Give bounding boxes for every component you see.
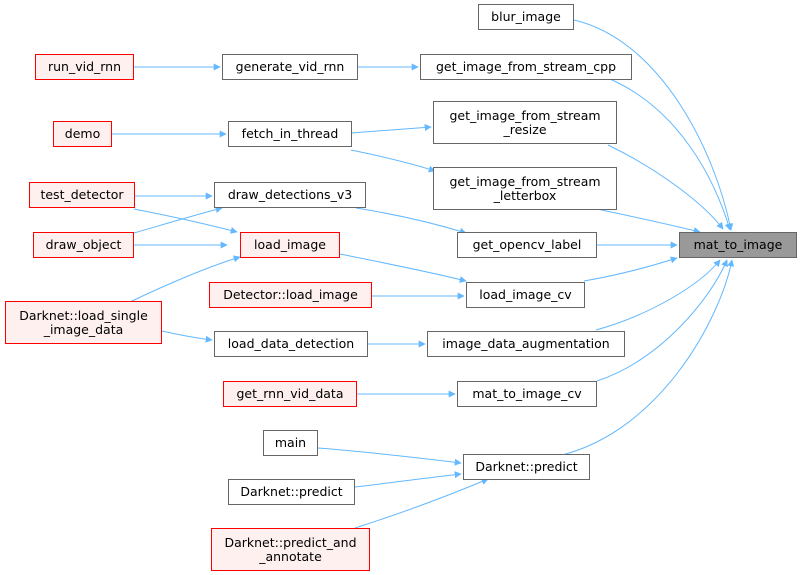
node-image-data-augmentation[interactable]: image_data_augmentation (427, 331, 625, 357)
node-main[interactable]: main (263, 430, 318, 456)
edge-darknet_predict-to-mat_to_image (561, 259, 735, 456)
edge-main-to-darknet_predict (317, 447, 462, 466)
edge-darknet_load_single_image_data-to-load_data_detection (161, 330, 213, 343)
node-draw-object[interactable]: draw_object (33, 232, 134, 258)
edge-get_image_from_stream_letterbox-to-mat_to_image (596, 208, 701, 234)
edge-get_image_from_stream_cpp-to-mat_to_image (609, 78, 732, 231)
edge-darknet_predict_and_annotate-to-darknet_predict (354, 478, 489, 529)
edge-blur_image-to-mat_to_image (573, 19, 734, 231)
edge-draw_object-to-draw_detections_v3 (133, 206, 223, 234)
node-darknet-predict-and-annotate[interactable]: Darknet::predict_and _annotate (211, 528, 370, 571)
node-get-rnn-vid-data[interactable]: get_rnn_vid_data (223, 381, 357, 407)
node-generate-vid-rnn[interactable]: generate_vid_rnn (222, 54, 358, 80)
edge-fetch_in_thread-to-get_image_from_stream_letterbox (350, 149, 436, 173)
edge-mat_to_image_cv-to-mat_to_image (596, 259, 728, 382)
node-load-data-detection[interactable]: load_data_detection (214, 331, 368, 357)
edge-fetch_in_thread-to-get_image_from_stream_resize (350, 123, 432, 134)
edge-darknet_predict_2-to-darknet_predict (354, 471, 462, 488)
node-get-image-from-stream-resize[interactable]: get_image_from_stream _resize (433, 101, 617, 144)
edge-load_image_cv-to-mat_to_image (583, 256, 678, 282)
node-mat-to-image: mat_to_image (679, 232, 797, 258)
edge-image_data_augmentation-to-mat_to_image (595, 259, 721, 331)
node-test-detector[interactable]: test_detector (29, 182, 135, 208)
node-darknet-load-single-image-data[interactable]: Darknet::load_single _image_data (5, 301, 162, 344)
node-get-image-from-stream-letterbox[interactable]: get_image_from_stream _letterbox (433, 167, 617, 210)
node-draw-detections-v3[interactable]: draw_detections_v3 (214, 182, 366, 208)
node-get-opencv-label[interactable]: get_opencv_label (457, 232, 597, 258)
node-demo[interactable]: demo (53, 121, 112, 147)
edge-darknet_load_single_image_data-to-load_image (129, 255, 241, 303)
node-fetch-in-thread[interactable]: fetch_in_thread (228, 121, 352, 147)
edge-get_image_from_stream_resize-to-mat_to_image (607, 144, 724, 230)
node-load-image[interactable]: load_image (240, 232, 340, 258)
node-get-image-from-stream-cpp[interactable]: get_image_from_stream_cpp (420, 54, 632, 80)
edge-test_detector-to-load_image (133, 208, 238, 234)
node-darknet-predict[interactable]: Darknet::predict (463, 454, 590, 480)
node-mat-to-image-cv[interactable]: mat_to_image_cv (457, 381, 597, 407)
edge-load_image-to-load_image_cv (339, 253, 467, 283)
edge-draw_detections_v3-to-get_opencv_label (355, 207, 467, 235)
node-darknet-predict-caller[interactable]: Darknet::predict (228, 479, 355, 505)
node-run-vid-rnn[interactable]: run_vid_rnn (35, 54, 134, 80)
node-load-image-cv[interactable]: load_image_cv (466, 282, 585, 308)
node-blur-image[interactable]: blur_image (478, 4, 574, 30)
node-detector-load-image[interactable]: Detector::load_image (209, 282, 372, 308)
